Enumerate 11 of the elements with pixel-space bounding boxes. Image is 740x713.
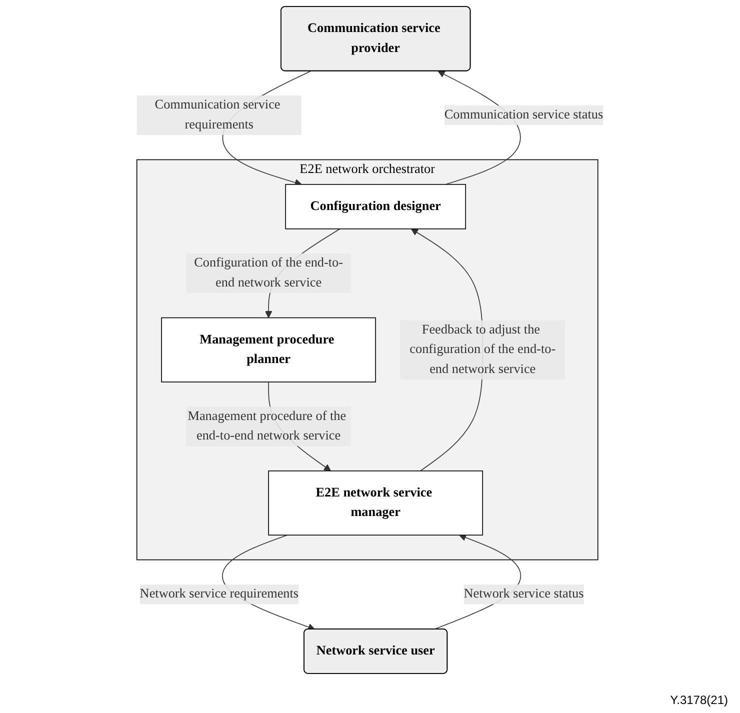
node-box: Management procedure planner	[161, 317, 376, 382]
edge-label: Communication service status	[444, 108, 604, 122]
figure-number: Y.3178(21)	[670, 693, 728, 707]
node-box: Configuration designer	[285, 184, 466, 230]
edge-label: Network service status	[464, 586, 584, 601]
edge-label: Network service requirements	[140, 586, 299, 601]
edge-label: Feedback to adjust the configuration of the end-to-end network service	[410, 322, 556, 376]
edge-label: Configuration of the end-to-end network service	[194, 256, 344, 290]
edge-label: Communication service requirements	[154, 98, 280, 132]
node-box: E2E network service manager	[268, 470, 484, 536]
edge-label: Management procedure of the end-to-end network service	[188, 409, 346, 443]
